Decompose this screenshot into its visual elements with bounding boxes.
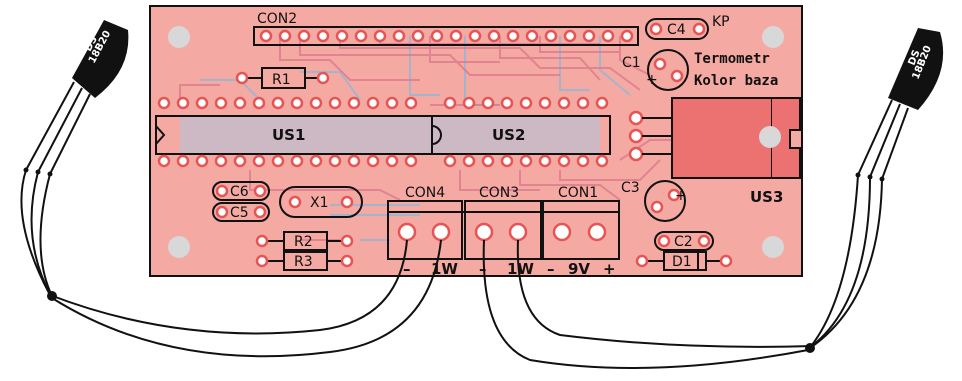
c4-capacitor	[645, 18, 709, 40]
r2-label: R2	[294, 234, 313, 250]
right-sensor: DS 18B20	[855, 28, 944, 182]
x1-label: X1	[310, 195, 329, 211]
left-cable-1w	[30, 171, 442, 358]
c2-capacitor	[654, 231, 714, 251]
c6-label: C6	[230, 184, 249, 200]
c1-plus: +	[646, 72, 658, 88]
c5-label: C5	[230, 205, 249, 221]
c5-capacitor	[212, 202, 270, 222]
c3-plus: +	[675, 188, 687, 204]
right-cable-vdd	[809, 178, 883, 349]
x1-crystal	[279, 186, 363, 218]
d1-diode	[663, 251, 707, 271]
right-cable-1w	[516, 176, 871, 348]
c3-capacitor	[644, 180, 686, 222]
c6-capacitor	[212, 181, 270, 201]
con4-label: CON4	[405, 185, 445, 201]
d1-label: D1	[672, 254, 692, 270]
r1-label: R1	[272, 72, 291, 88]
c1-capacitor	[647, 49, 689, 91]
left-cable-vdd	[39, 173, 53, 297]
con1-9v: 9V	[568, 260, 590, 278]
c2-label: C2	[674, 234, 693, 250]
terminal-blocks	[387, 200, 620, 260]
right-cable-gnd	[482, 174, 859, 369]
con4-minus: –	[403, 260, 411, 278]
con2-pads	[259, 29, 634, 43]
con1-plus: +	[603, 260, 616, 278]
c4-label: C4	[667, 22, 686, 38]
us2-chip	[431, 115, 611, 155]
left-cable-junction	[47, 291, 57, 301]
r2-resistor	[283, 231, 328, 251]
con4-1w: 1W	[431, 260, 458, 278]
con1-minus: –	[547, 260, 555, 278]
us3-tab-hole	[759, 126, 781, 148]
con2-label: CON2	[257, 11, 297, 27]
right-cable-junction	[805, 343, 815, 353]
left-cable-gnd	[20, 169, 408, 335]
con3-label: CON3	[479, 185, 519, 201]
mounting-holes	[168, 26, 784, 258]
us1-label: US1	[272, 126, 305, 144]
us3-label: US3	[750, 188, 783, 206]
c3-label: C3	[621, 180, 640, 196]
us3-body	[671, 97, 773, 179]
con1-label: CON1	[558, 185, 598, 201]
us-bottom-pads	[157, 154, 609, 168]
con2-header	[253, 26, 639, 46]
bottom-traces	[180, 36, 631, 241]
us2-label: US2	[492, 126, 525, 144]
us-top-pads	[157, 96, 609, 110]
con3-1w: 1W	[507, 260, 534, 278]
r3-resistor	[283, 251, 328, 271]
r1-resistor	[261, 67, 306, 89]
right-sensor-line1: DS	[907, 49, 923, 68]
con3-minus: –	[479, 260, 487, 278]
c1-label: C1	[622, 55, 641, 71]
kolor-baza-label: Kolor baza	[694, 73, 778, 89]
left-sensor: DS 18B20	[23, 20, 129, 177]
r3-label: R3	[294, 254, 313, 270]
kp-label: KP	[712, 14, 730, 30]
termometr-label: Termometr	[694, 51, 770, 67]
